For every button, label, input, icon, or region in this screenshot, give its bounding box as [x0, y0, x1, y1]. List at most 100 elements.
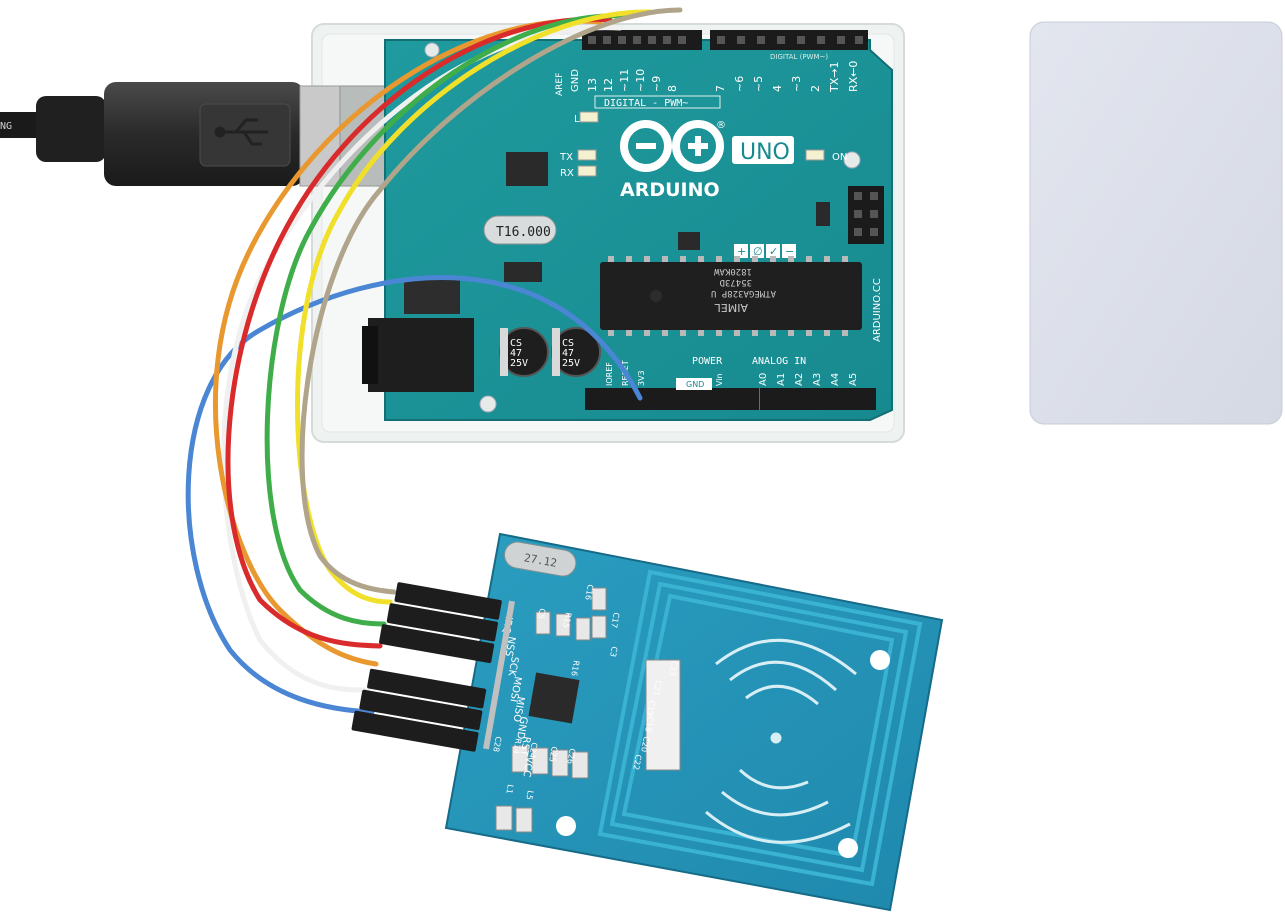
site-label: ARDUINO.CC — [872, 278, 883, 342]
analog-pin-label: A3 — [812, 373, 823, 386]
rfid-component-label: C24 — [527, 742, 539, 759]
atmega-chip: AIMEL ATMEGA328P U 35473D 1820KAW — [600, 256, 862, 336]
icsp-label-box — [766, 244, 780, 258]
gnd-bottom-label: GND — [686, 380, 704, 389]
icsp-label-box — [782, 244, 796, 258]
minus-icon — [636, 143, 656, 149]
digital-pwm-label: DIGITAL - PWM~ — [604, 98, 688, 109]
rfid-card — [1029, 21, 1283, 425]
chip-line2: 35473D — [719, 277, 752, 287]
arduino-brand-label: ARDUINO — [620, 179, 720, 201]
digital-pin-label: 12 — [602, 78, 615, 92]
icsp-labels: + ∅ ✓− — [734, 244, 796, 258]
capacitor-label: 25V — [562, 358, 580, 369]
rfid-component-label: C26 — [565, 748, 577, 765]
digital-pin-label: ~10 — [634, 69, 647, 92]
jumper-wire — [299, 7, 683, 595]
rfid-component-label: C28 — [491, 736, 503, 753]
analog-pin-label: A1 — [776, 373, 787, 386]
usb-icon — [214, 118, 268, 146]
analog-pin-label: A0 — [758, 373, 769, 386]
rfid-component-label: L5 — [524, 790, 535, 801]
rfid-pin-label: MISO — [511, 695, 526, 722]
rfid-component-label: C20 — [639, 736, 651, 753]
digital-pin-label: ~3 — [790, 76, 803, 92]
icsp-label: + — [737, 245, 746, 258]
jumper-wire — [295, 9, 653, 605]
digital-pin-label: 7 — [714, 85, 727, 92]
3v3-label: 3V3 — [637, 370, 646, 386]
ioref-label: IOREF — [605, 362, 614, 386]
usb-cable-text: NG — [0, 121, 12, 132]
tx-led-label: TX — [559, 152, 573, 163]
nfc-wave-icon — [705, 638, 857, 844]
chip-line1: ATMEGA328P U — [711, 288, 776, 298]
icsp-label-box — [750, 244, 764, 258]
analog-pin-label: A5 — [848, 373, 859, 386]
capacitor-label: CS — [510, 338, 522, 349]
digital-pin-label: 13 — [586, 78, 599, 92]
rfid-component-label: C16 — [583, 584, 595, 601]
rfid-component-label: C18 — [643, 716, 655, 733]
analog-pin-labels: A0 A1 A2 A3 A4 A5 — [758, 373, 859, 386]
jumper-wire — [185, 275, 643, 715]
rfid-pin-label: SCK — [506, 655, 520, 677]
vin-label: Vin — [715, 373, 724, 386]
rfid-component-label: C22 — [631, 754, 643, 771]
jumper-wires — [185, 7, 683, 715]
icsp-label: ✓ — [769, 245, 778, 258]
digital-pin-label: ~5 — [752, 76, 765, 92]
analog-pin-label: A2 — [794, 373, 805, 386]
digital-pin-label: 4 — [771, 85, 784, 92]
l-led-label: L — [574, 114, 580, 125]
uno-label: UNO — [740, 140, 790, 165]
icsp-label: − — [785, 245, 794, 258]
rfid-component-label: C19 — [645, 700, 657, 717]
crystal-oscillator: T16.000 — [483, 215, 557, 245]
rfid-crystal-label: 27.12 — [523, 551, 558, 570]
gnd-label: GND — [570, 69, 581, 92]
rfid-component-label: C25 — [547, 746, 559, 763]
analog-pin-label: A4 — [830, 373, 841, 386]
rfid-pin-label: VCC — [520, 755, 534, 777]
analog-label: ANALOG IN — [752, 356, 806, 367]
digital-pin-label: ~9 — [650, 76, 663, 92]
digital-pin-label: ~6 — [733, 76, 746, 92]
arduino-logo: ® UNO ARDUINO — [620, 120, 794, 201]
rfid-component-label: C17 — [609, 612, 621, 629]
capacitor-label: 47 — [562, 348, 574, 359]
registered-mark: ® — [716, 120, 726, 131]
rfid-component-label: R16 — [569, 660, 581, 677]
rfid-component-label: R15 — [561, 612, 573, 629]
jumper-wire — [225, 16, 613, 649]
digital-pin-label: TX→1 — [828, 62, 841, 93]
jumper-wire — [264, 13, 628, 627]
power-jack — [362, 318, 474, 392]
icsp-label-box — [734, 244, 748, 258]
rx-led-label: RX — [560, 168, 574, 179]
aref-label: AREF — [555, 73, 565, 96]
rfid-pin-label: GND — [514, 715, 529, 740]
digital-pin-label: 2 — [809, 85, 822, 92]
digital-pin-label: ~11 — [618, 69, 631, 92]
chip-brand: AIMEL — [714, 301, 748, 314]
voltage-regulator — [404, 280, 460, 314]
rfid-crystal: 27.12 — [504, 541, 577, 577]
digital-pin-label: RX←0 — [847, 61, 860, 92]
crystal-label: T16.000 — [496, 225, 551, 240]
icsp-label: ∅ — [753, 245, 763, 258]
icsp-header — [848, 186, 884, 244]
rfid-component-label: C23 — [667, 660, 679, 677]
rfid-ic — [528, 672, 580, 724]
digital-pin-label: 8 — [666, 85, 679, 92]
rfid-pin-label: RST — [518, 735, 532, 757]
capacitor-label: 47 — [510, 348, 522, 359]
usb-serial-chip — [506, 152, 548, 186]
rfid-header-pins — [483, 600, 515, 750]
